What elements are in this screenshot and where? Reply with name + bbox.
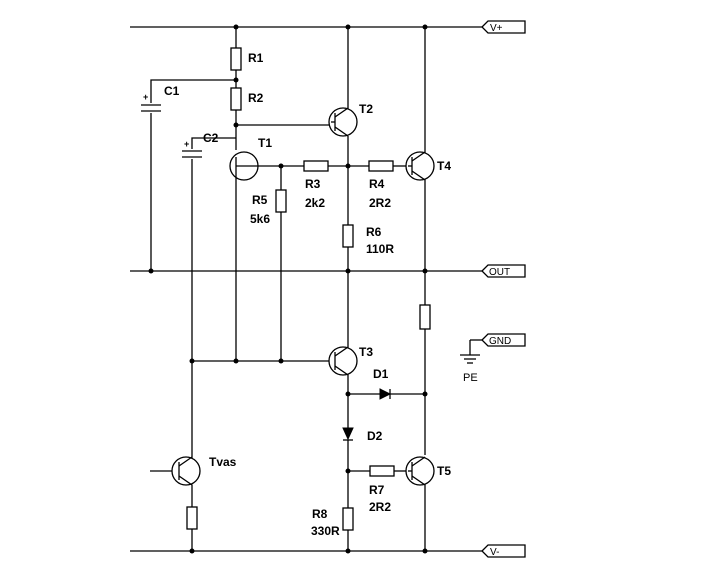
d2-label: D2 [367,429,383,443]
t4-label: T4 [437,159,451,173]
capacitor-c1: + C1 [141,79,236,271]
r3-label: R3 [305,177,321,191]
transistor-t3: T3 [192,271,373,428]
svg-text:+: + [184,139,189,149]
t2-label: T2 [359,102,373,116]
d1-label: D1 [373,367,389,381]
r5-value: 5k6 [250,212,270,226]
resistor-r7: R7 2R2 [348,465,408,514]
r6-value: 110R [366,242,394,256]
r7-value: 2R2 [369,500,391,514]
transistor-t2: T2 [236,27,373,137]
t1-label: T1 [258,136,272,150]
r8-label: R8 [312,507,328,521]
port-vminus: V- [481,544,526,558]
t5-label: T5 [437,464,451,478]
tvas-label: Tvas [209,455,237,469]
port-vminus-label: V- [490,547,499,558]
diode-d2: D2 [342,427,383,508]
c1-label: C1 [164,84,180,98]
r8-value: 330R [311,524,340,538]
transistor-tvas: Tvas [150,455,237,507]
port-gnd-label: GND [489,336,511,347]
r4-label: R4 [369,177,385,191]
resistor-r5: R5 5k6 [250,166,287,361]
resistor-r3: R3 2k2 [281,160,369,210]
t3-label: T3 [359,345,373,359]
r5-label: R5 [252,193,268,207]
r7-label: R7 [369,483,385,497]
r6-label: R6 [366,225,382,239]
transistor-t1: T1 [229,136,281,181]
ground-symbol: PE [460,354,480,384]
resistor-r8: R8 330R [311,507,354,551]
resistor-tvas-emitter [186,506,198,551]
r1-label: R1 [248,51,264,65]
transistor-t4: T4 [405,27,451,271]
r4-value: 2R2 [369,196,391,210]
r3-value: 2k2 [305,196,325,210]
diode-d1: D1 [348,367,425,400]
junctions [148,24,428,554]
resistor-r4: R4 2R2 [368,160,408,210]
port-out-label: OUT [489,267,510,278]
resistor-r6: R6 110R [342,224,394,271]
r2-label: R2 [248,91,264,105]
resistor-out [419,271,431,455]
c2-label: C2 [203,131,219,145]
transistor-t5: T5 [405,456,451,551]
port-gnd: GND [469,333,526,355]
capacitor-c2: + C2 [182,131,236,462]
port-out: OUT [481,264,526,278]
ground-label: PE [463,372,478,384]
resistor-r2: R2 [230,87,264,125]
port-vplus-label: V+ [490,23,503,34]
svg-text:+: + [143,92,148,102]
port-vplus: V+ [481,20,526,34]
